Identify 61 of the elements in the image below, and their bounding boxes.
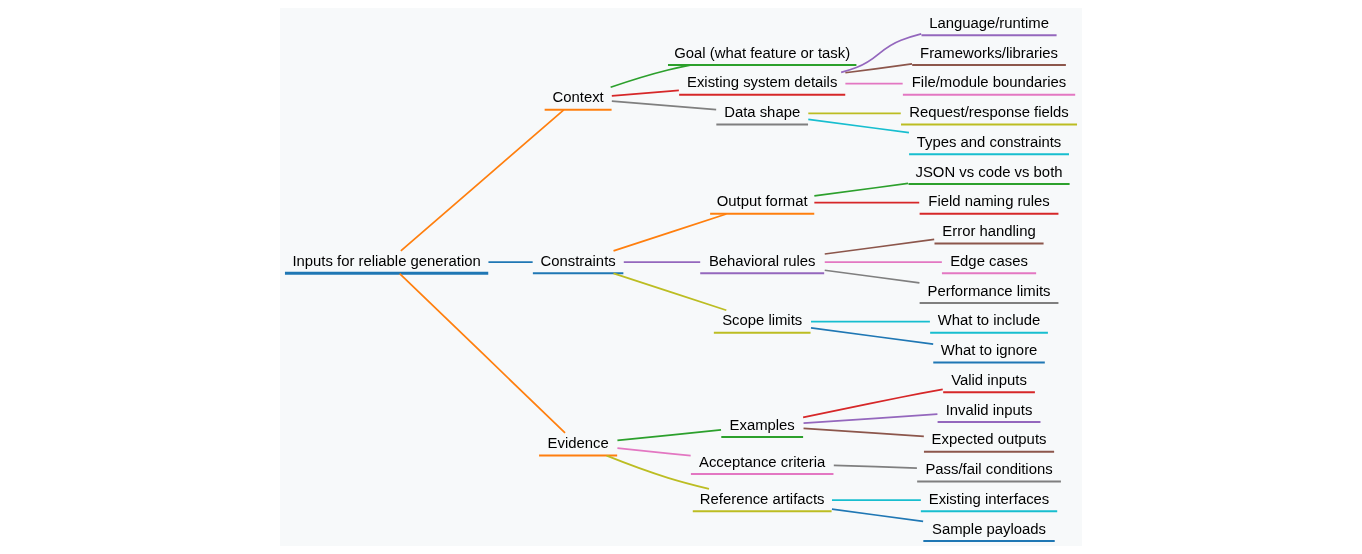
connector [802,388,944,419]
connector [610,89,680,97]
connector [844,63,913,74]
connector [840,33,923,74]
connector [810,327,935,345]
connector [487,261,534,263]
connector [831,499,922,501]
connector [612,213,728,252]
node-text: Types and constraints [916,133,1062,150]
connector [823,269,921,284]
connector [398,272,566,434]
connector [844,82,904,85]
connector [807,118,910,134]
node-text: Error handling [942,223,1036,240]
connector [810,320,931,323]
connector [616,447,692,457]
node-text: Acceptance criteria [699,453,826,470]
connector [813,182,909,197]
node-text: Sample payloads [932,520,1047,537]
node-text: Data shape [724,104,801,121]
node-text: Reference artifacts [699,490,825,507]
node-text: Context [552,89,604,106]
node-text: Evidence [547,435,609,452]
connector [807,112,902,115]
node-text: Examples [729,416,795,433]
node-text: Pass/fail conditions [925,461,1053,478]
node-text: Edge cases [950,252,1028,269]
connector [610,100,717,111]
connector [823,238,936,255]
connector [616,428,722,442]
connector [831,508,924,523]
connector [399,108,565,252]
node-text: Behavioral rules [708,252,816,269]
node-text: Expected outputs [931,431,1047,448]
node-text: Valid inputs [951,371,1027,388]
node-text: Output format [716,193,808,210]
node-text: Existing interfaces [928,490,1050,507]
node-text: JSON vs code vs both [915,163,1063,180]
node-text: Existing system details [687,74,838,91]
connector [622,261,702,263]
node-text: Invalid inputs [945,401,1033,418]
node-text: What to ignore [940,342,1038,359]
node-text: Request/response fields [909,104,1069,121]
node-text: Constraints [540,252,616,269]
connector [802,427,925,438]
connector [823,261,943,263]
node-text: Inputs for reliable generation [292,252,481,269]
node-text: What to include [937,312,1041,329]
node-text: Scope limits [722,312,803,329]
node-text: Frameworks/libraries [920,44,1058,61]
connector [802,413,939,424]
node-text: File/module boundaries [911,74,1067,91]
node-text: Goal (what feature or task) [674,44,851,61]
connector [605,454,710,490]
node-text: Field naming rules [928,193,1050,210]
connector [813,201,921,204]
connector [612,272,728,312]
connector [832,464,918,469]
node-text: Language/runtime [929,14,1049,31]
node-text: Performance limits [927,282,1051,299]
connector [609,64,692,89]
